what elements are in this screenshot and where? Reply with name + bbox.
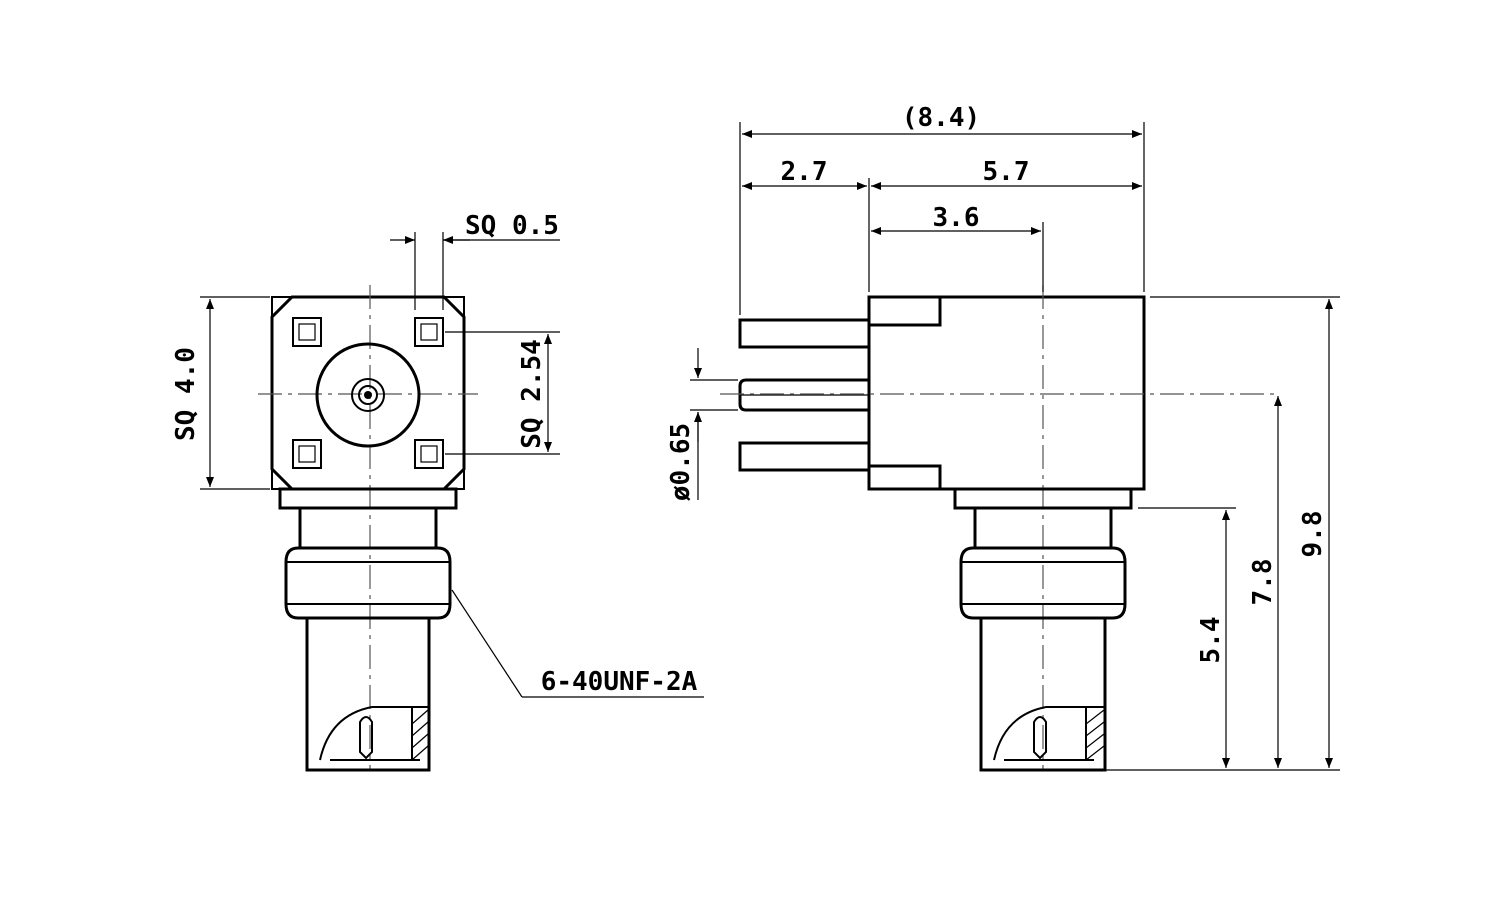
label-height-98: 9.8 bbox=[1298, 511, 1328, 558]
label-height-78: 7.8 bbox=[1248, 559, 1278, 606]
label-total-length: (8.4) bbox=[902, 103, 980, 133]
dim-pin-length: 2.7 bbox=[742, 157, 867, 190]
side-pin-top bbox=[738, 318, 871, 349]
label-sq-body: SQ 4.0 bbox=[171, 347, 201, 441]
dim-height-98: 9.8 bbox=[1298, 299, 1333, 768]
dim-sq-body: SQ 4.0 bbox=[171, 296, 270, 490]
front-socket-circle bbox=[315, 342, 421, 448]
label-thread: 6-40UNF-2A bbox=[541, 667, 698, 697]
front-view: SQ 0.5 SQ 4.0 SQ 2.54 6-40UNF-2A bbox=[171, 211, 704, 772]
label-pin-length: 2.7 bbox=[781, 157, 828, 187]
label-height-54: 5.4 bbox=[1196, 617, 1226, 664]
dim-height-54: 5.4 bbox=[1196, 510, 1230, 768]
dim-thread: 6-40UNF-2A bbox=[451, 589, 704, 698]
side-hex-nut bbox=[959, 546, 1127, 620]
front-hex-nut bbox=[284, 546, 452, 620]
dim-height-78: 7.8 bbox=[1248, 396, 1282, 768]
dim-total-length: (8.4) bbox=[742, 103, 1142, 138]
label-axis-offset: 3.6 bbox=[933, 203, 980, 233]
label-body-length: 5.7 bbox=[983, 157, 1030, 187]
side-view: (8.4) 2.7 5.7 3.6 ø0.65 bbox=[666, 103, 1340, 772]
dim-axis-offset: 3.6 bbox=[871, 203, 1041, 235]
front-flange bbox=[278, 487, 458, 510]
dim-sq-pitch: SQ 2.54 bbox=[445, 331, 560, 455]
side-barrel bbox=[979, 616, 1107, 772]
front-barrel bbox=[305, 616, 431, 772]
label-sq-pitch: SQ 2.54 bbox=[517, 339, 547, 449]
front-pin-squares bbox=[292, 317, 444, 469]
label-sq-pin: SQ 0.5 bbox=[465, 211, 559, 241]
side-pin-bottom bbox=[738, 441, 871, 472]
label-pin-diameter: ø0.65 bbox=[666, 423, 696, 501]
dim-pin-diameter: ø0.65 bbox=[666, 348, 738, 501]
dim-body-length: 5.7 bbox=[871, 157, 1142, 190]
dim-sq-pin: SQ 0.5 bbox=[390, 211, 560, 310]
